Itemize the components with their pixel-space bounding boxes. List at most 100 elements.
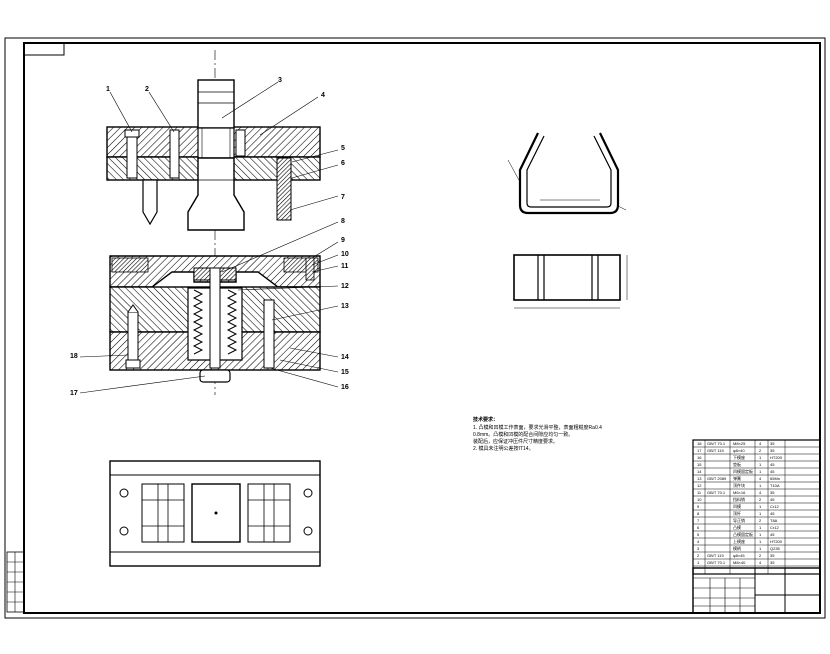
bom-cell: 9 (697, 504, 700, 509)
bom-cell: 2 (759, 518, 762, 523)
bom-cell: 45 (770, 462, 775, 467)
part-label-11: 11 (341, 263, 349, 270)
bom-cell: 1 (759, 546, 762, 551)
part-label-16: 16 (341, 384, 349, 391)
bom-cell: 2 (697, 553, 700, 558)
inner-frame (23, 42, 821, 614)
notes-heading: 技术要求： (473, 416, 498, 423)
bom-cell: 6 (697, 525, 700, 530)
bom-cell: 17 (697, 448, 702, 453)
bom-cell: 1 (759, 532, 762, 537)
bom-cell: 顶件块 (733, 482, 745, 488)
part-labels: 1 2 3 4 5 6 7 8 9 10 11 12 13 14 15 16 1… (70, 77, 349, 397)
lower-die (109, 255, 321, 383)
bom-cell: T8A (770, 518, 778, 523)
part-label-7: 7 (341, 194, 345, 201)
bom-cell: HT200 (770, 455, 783, 460)
bom-cell: 1 (697, 560, 700, 565)
notes-line: 1. 凸模和凹模工作表面，要求光滑平整，表面粗糙度Ra0.4 (473, 424, 602, 431)
part-label-2: 2 (145, 86, 149, 93)
part-label-18: 18 (70, 353, 78, 360)
bom-cell: HT200 (770, 539, 783, 544)
part-label-5: 5 (341, 145, 345, 152)
part-label-4: 4 (321, 92, 325, 99)
bom-cell: Cr12 (770, 504, 779, 509)
bom-cell: GB/T 70.1 (707, 560, 726, 565)
bom-cell: 5 (697, 532, 700, 537)
bom-cell: 18 (697, 441, 702, 446)
bom-cell: 挡料销 (733, 496, 745, 502)
technical-notes: 技术要求： 1. 凸模和凹模工作表面，要求光滑平整，表面粗糙度Ra0.4 0.8… (473, 416, 602, 452)
bom-cell: 45 (770, 469, 775, 474)
bom-cell: 1 (759, 539, 762, 544)
bom-cell: 4 (759, 490, 762, 495)
part-top-view (513, 254, 628, 309)
bom-cell: 1 (759, 525, 762, 530)
bom-cell: 35 (770, 553, 775, 558)
bom-cell: 1 (759, 511, 762, 516)
bom-cell: 10 (697, 497, 702, 502)
part-front-view (507, 132, 627, 215)
bom-cell: 1 (759, 462, 762, 467)
bom-cell: T10A (770, 483, 780, 488)
bom-cell: 12 (697, 483, 702, 488)
bom-cell: 35 (770, 441, 775, 446)
part-label-3: 3 (278, 77, 282, 84)
part-label-10: 10 (341, 251, 349, 258)
part-label-17: 17 (70, 390, 78, 397)
bom-cell: 4 (759, 560, 762, 565)
bom-cell: 上模座 (733, 538, 745, 544)
lower-die-plan-view (109, 460, 321, 567)
bom-cell: GB/T 119 (707, 448, 725, 453)
part-label-8: 8 (341, 218, 345, 225)
left-margin-strip (6, 551, 25, 613)
bom-cell: 35 (770, 560, 775, 565)
bom-cell: 7 (697, 518, 700, 523)
bom-cell: 1 (759, 455, 762, 460)
bom-cell: 11 (697, 490, 702, 495)
bom-cell: 4 (759, 476, 762, 481)
bom-cell: 14 (697, 469, 702, 474)
bom-cell: 弹簧 (733, 475, 741, 481)
bom-cell: 导正销 (733, 517, 745, 523)
bom-cell: φ8×40 (733, 448, 745, 453)
part-label-9: 9 (341, 237, 345, 244)
bom-cell: 45 (770, 532, 775, 537)
bom-cell: φ8×45 (733, 553, 745, 558)
bom-cell: 凹模固定板 (733, 468, 753, 474)
part-label-15: 15 (341, 369, 349, 376)
bom-cell: 模柄 (733, 545, 741, 551)
outer-frame (4, 37, 826, 619)
part-label-13: 13 (341, 303, 349, 310)
notes-line: 2. 模具未注明公差按IT14。 (473, 445, 534, 452)
bom-cell: 凸模 (733, 524, 741, 530)
part-label-14: 14 (341, 354, 349, 361)
bom-cell: 8 (697, 511, 700, 516)
bom-cell: 1 (759, 483, 762, 488)
bom-cell: GB/T 70.1 (707, 490, 726, 495)
part-label-12: 12 (341, 283, 349, 290)
bom-cell: 4 (759, 441, 762, 446)
bom-cell: GB/T 70.1 (707, 441, 726, 446)
bom-cell: GB/T 2089 (707, 476, 727, 481)
part-label-1: 1 (106, 86, 110, 93)
bom-cell: 2 (759, 497, 762, 502)
bom-cell: 65Mn (770, 476, 780, 481)
bom-cell: 4 (697, 539, 700, 544)
bom-cell: 凹模 (733, 503, 741, 509)
bom-cell: 垫板 (733, 461, 741, 467)
bom-cell: 45 (770, 511, 775, 516)
part-label-6: 6 (341, 160, 345, 167)
bom-cell: Cr12 (770, 525, 779, 530)
bom-cell: 1 (759, 469, 762, 474)
bom-cell: 3 (697, 546, 700, 551)
bom-cell: M8×25 (733, 441, 746, 446)
bom-cell: 35 (770, 490, 775, 495)
bom-cell: 2 (759, 553, 762, 558)
bom-cell: 下模座 (733, 454, 745, 460)
bom-cell: 16 (697, 455, 702, 460)
corner-box (23, 42, 65, 56)
bom-cell: M8×40 (733, 560, 746, 565)
